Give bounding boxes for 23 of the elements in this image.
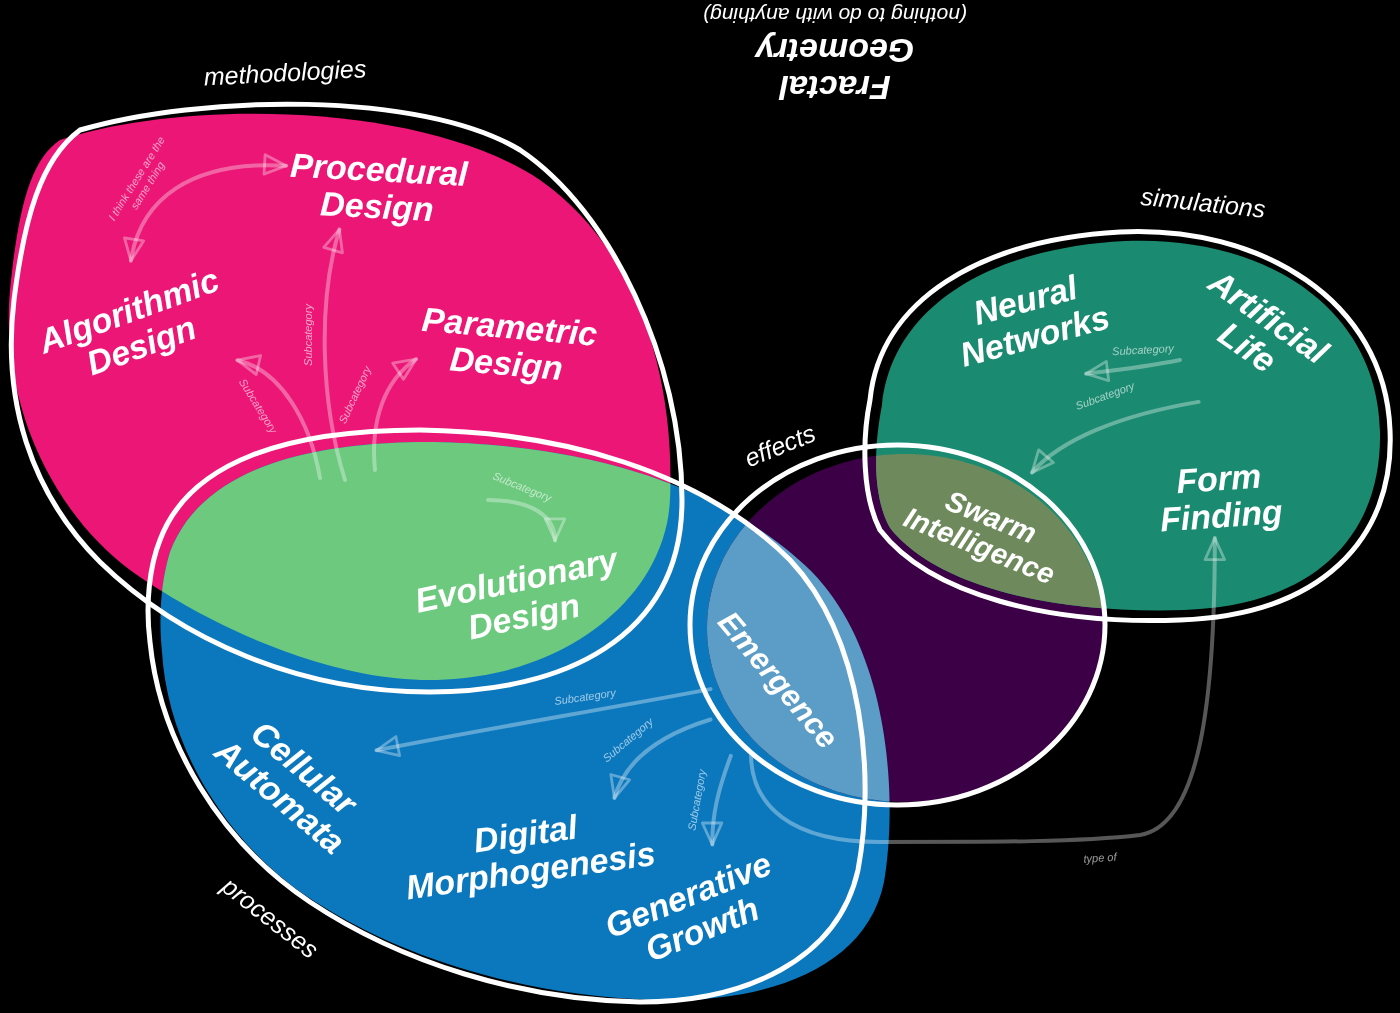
arrow [1029,399,1201,475]
concept-label: Form Finding [1155,456,1285,538]
arrow [322,227,347,482]
edge-label: Subcategory [553,686,617,708]
note-text: (nothing to do with anything) [703,3,967,28]
edge-label: Subcategory [1111,342,1175,358]
arrow [749,536,1226,844]
edge-label: type of [1083,850,1117,866]
arrow [235,356,322,480]
set-heading: methodologies [203,55,367,91]
concept-label: Fractal Geometry [754,31,916,107]
set-heading: simulations [1139,182,1267,224]
arrow [124,154,289,263]
concept-label: Procedural Design [286,146,470,230]
arrow [374,687,713,758]
concept-label: Parametric Design [416,300,600,390]
arrow [1084,358,1182,383]
arrow [610,717,713,800]
edge-label: Subcategory [301,304,315,366]
arrow [372,357,419,472]
set-heading: effects [740,419,820,473]
arrow [701,753,733,847]
arrow [486,498,565,543]
